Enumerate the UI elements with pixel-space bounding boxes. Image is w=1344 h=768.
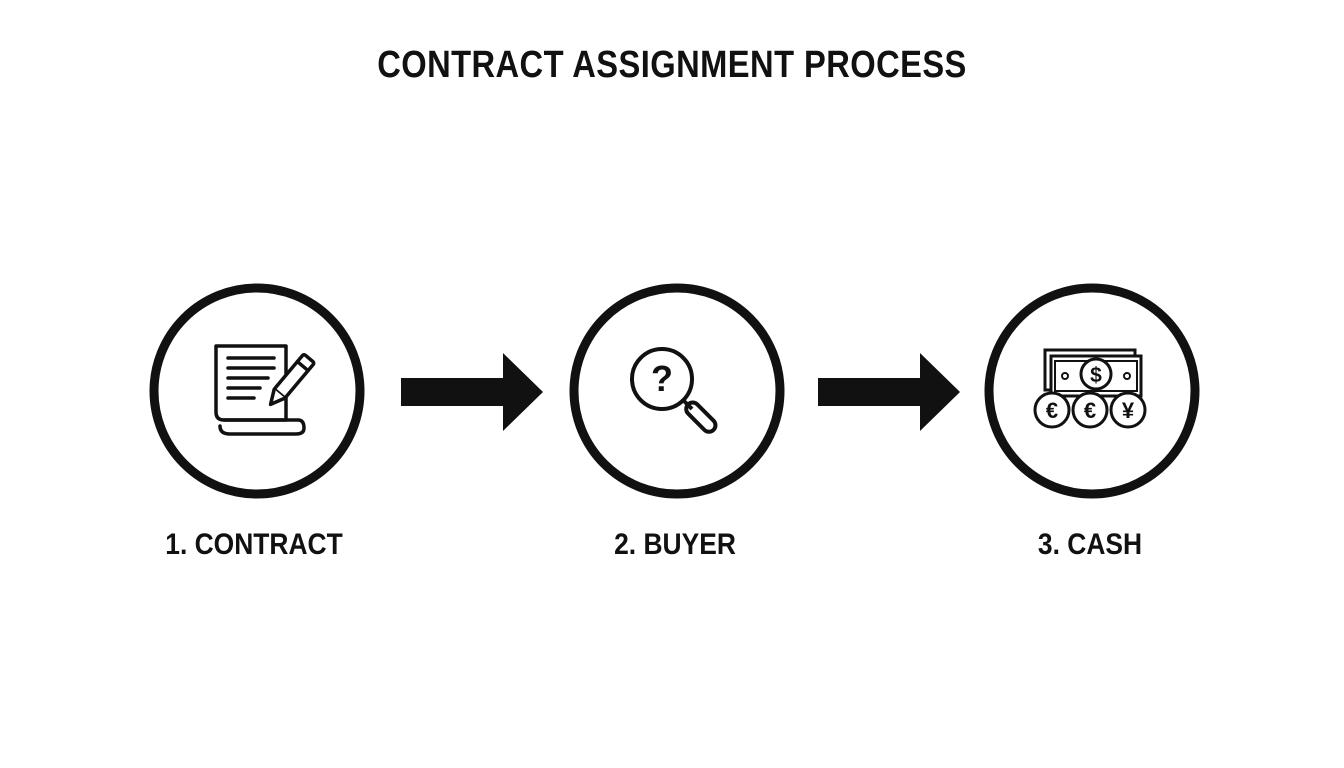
coin-symbol: $ bbox=[1090, 364, 1102, 387]
step-2-label: 2. BUYER bbox=[614, 528, 736, 561]
coin-symbol: € bbox=[1084, 398, 1096, 423]
step-2-circle: ? bbox=[568, 282, 786, 500]
diagram-title: CONTRACT ASSIGNMENT PROCESS bbox=[377, 44, 967, 86]
step-1-circle bbox=[148, 282, 366, 500]
svg-text:?: ? bbox=[651, 358, 673, 399]
step-3-label: 3. CASH bbox=[1037, 528, 1143, 561]
coin-symbol: € bbox=[1046, 398, 1058, 423]
magnifier-question-icon: ? bbox=[630, 347, 718, 434]
step-3-circle: $ € € ¥ bbox=[983, 282, 1201, 500]
step-1-label: 1. CONTRACT bbox=[165, 528, 343, 561]
cash-currency-icon: $ € € ¥ bbox=[1033, 348, 1147, 429]
contract-pen-icon bbox=[214, 344, 316, 436]
arrow-right-icon bbox=[818, 353, 960, 431]
arrow-right-icon bbox=[401, 353, 543, 431]
coin-symbol: ¥ bbox=[1122, 398, 1135, 423]
